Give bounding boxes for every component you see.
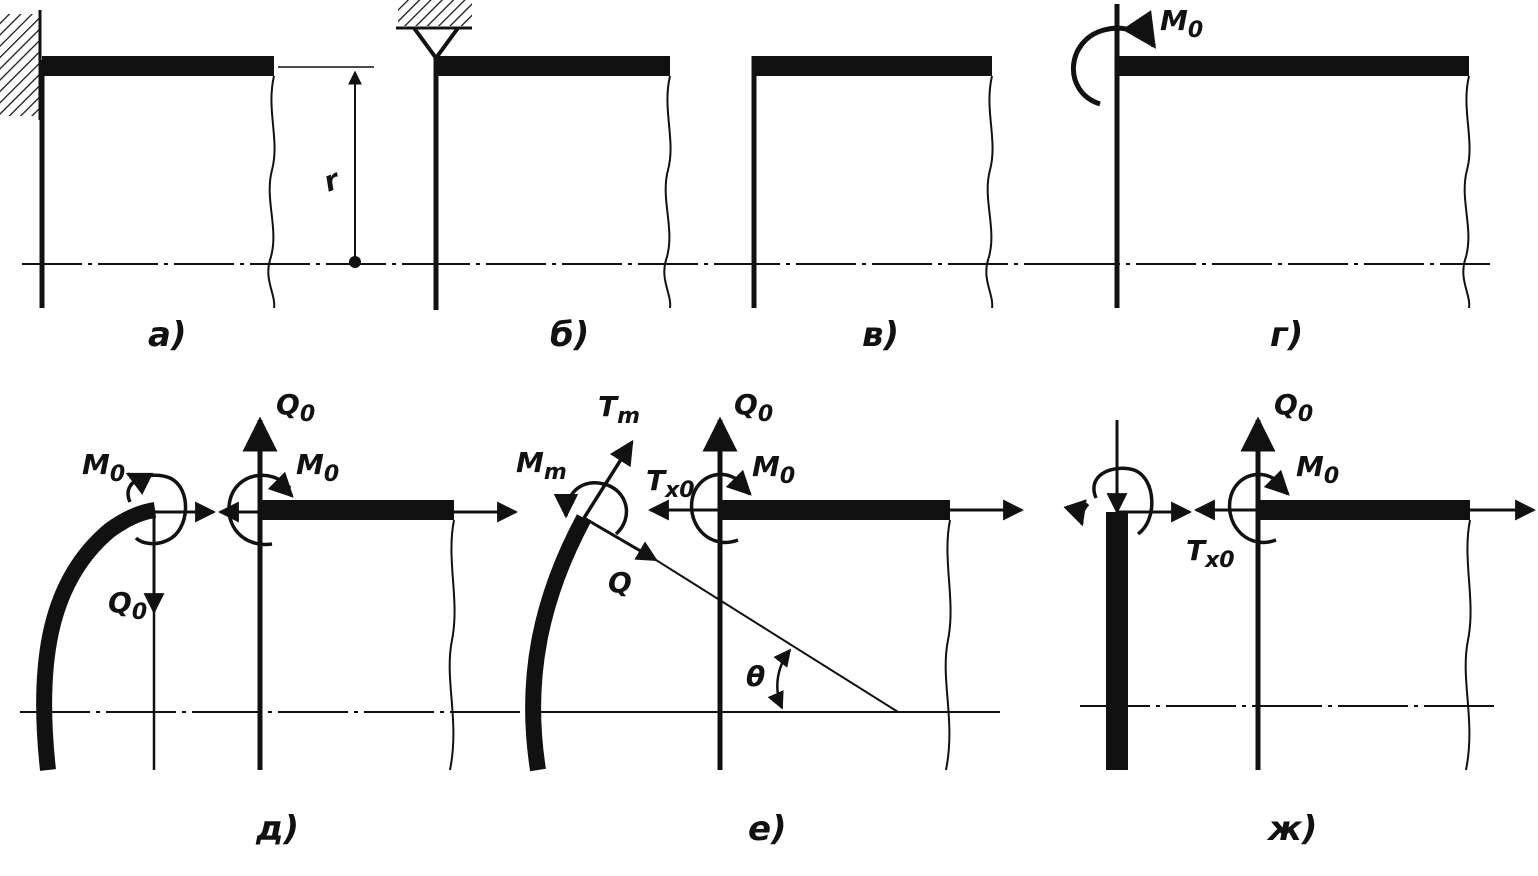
Q0-label: Q0 — [734, 388, 773, 427]
M0-label: M0 — [752, 450, 795, 489]
caption-d: д) — [255, 809, 299, 849]
caption-zh: ж) — [1266, 809, 1317, 849]
caption-a: а) — [148, 315, 186, 355]
end-plate — [260, 500, 454, 520]
Q0-label: Q0 — [1274, 388, 1313, 427]
Mm-arrow-icon — [553, 493, 579, 519]
M0-arrow-icon — [1263, 469, 1290, 496]
Tm-force-arrow — [582, 439, 634, 519]
break-line — [663, 75, 672, 309]
panel-zh: Q0 M0 Tx0 ж) — [1063, 388, 1537, 849]
caption-v: в) — [862, 315, 899, 355]
panel-g: M0 г) — [1060, 4, 1490, 355]
theta-arc — [767, 648, 792, 710]
moment-label: M0 — [1160, 4, 1203, 43]
M0-right-label: M0 — [296, 448, 339, 487]
caption-g: г) — [1270, 315, 1303, 355]
straight-shell-element — [1106, 512, 1128, 770]
panel-e: Tm Mm Tx0 M0 Q0 Q θ е) — [516, 388, 1025, 849]
pin-support-triangle — [412, 26, 460, 62]
panel-d: Q0 M0 M0 Q0 д) — [20, 388, 540, 849]
break-line — [985, 75, 994, 309]
Mm-label: Mm — [516, 446, 567, 485]
Tx0-label: Tx0 — [1186, 534, 1235, 573]
end-plate — [1117, 56, 1469, 76]
moment-left-arrow-icon — [125, 472, 154, 495]
panel-b: б) — [396, 0, 720, 355]
radius-label: r — [319, 162, 345, 198]
moment-left-circle-icon — [1092, 466, 1154, 536]
theta-label: θ — [746, 660, 765, 693]
moment-arrow-icon — [1071, 10, 1157, 107]
break-line — [448, 519, 456, 771]
end-plate — [720, 500, 950, 520]
caption-b: б) — [550, 315, 589, 355]
axis-point — [349, 256, 361, 268]
break-line — [267, 75, 276, 309]
clamped-wall-hatch — [0, 14, 40, 116]
Q0-bottom-label: Q0 — [108, 586, 147, 625]
end-plate — [42, 56, 274, 76]
break-line — [1464, 519, 1472, 771]
radius-line — [655, 559, 899, 713]
Tx0-label: Tx0 — [646, 464, 695, 503]
M0-label: M0 — [1296, 450, 1339, 489]
Q-force-arrow — [583, 516, 658, 562]
Q0-top-label: Q0 — [276, 388, 315, 427]
moment-right-arrow-icon — [267, 471, 294, 498]
break-line — [1462, 75, 1471, 309]
end-plate — [752, 56, 992, 76]
M0-left-label: M0 — [82, 448, 125, 487]
moment-left-arrow-icon — [1063, 499, 1090, 527]
M0-arrow-icon — [725, 469, 752, 496]
Tm-label: Tm — [598, 390, 640, 429]
curved-shell-element — [525, 514, 592, 772]
end-plate — [1258, 500, 1470, 520]
pin-support-hatch — [398, 0, 472, 26]
break-line — [944, 519, 952, 771]
caption-e: е) — [748, 809, 787, 849]
panel-a: r а) — [0, 10, 410, 355]
Q-label: Q — [608, 566, 632, 599]
curved-shell-element — [36, 502, 157, 771]
panel-v: в) — [720, 56, 1060, 355]
end-plate — [436, 56, 670, 76]
